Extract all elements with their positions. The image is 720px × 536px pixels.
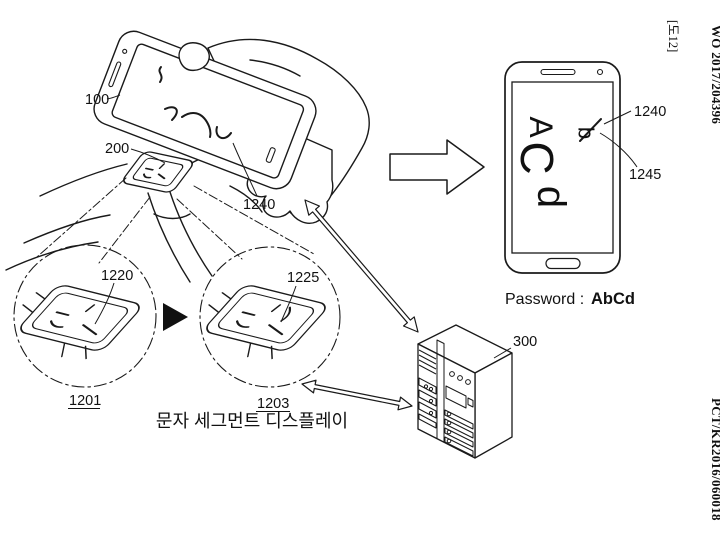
wrist-contour-line	[5, 241, 99, 271]
watch-band-line	[147, 192, 191, 283]
ref-label-1225: 1225	[287, 270, 319, 286]
screen-character: C	[511, 141, 563, 174]
wrist-contour-line	[39, 163, 128, 197]
held-phone	[93, 30, 317, 190]
leader-lines	[94, 94, 638, 359]
ref-label-phone2-stroke: 1245	[629, 167, 661, 183]
right-block-arrow-icon	[389, 139, 485, 195]
ref-label-1220: 1220	[101, 268, 133, 284]
screen-character: d	[529, 186, 573, 208]
result-phone	[504, 61, 621, 274]
segment-stroke	[215, 126, 232, 140]
application-number: PCT/KR2016/060018	[709, 398, 720, 521]
earpiece-slot-icon	[108, 61, 122, 88]
double-arrow-phone-server-icon	[304, 199, 419, 333]
publication-number: WO 2017/204396	[709, 25, 720, 124]
smartwatch	[123, 151, 193, 193]
held-phone-screen	[111, 43, 305, 179]
added-stroke-mark	[579, 118, 602, 142]
watch-screen-marks	[142, 163, 166, 180]
watch-screen	[31, 292, 129, 344]
watch-screen	[132, 157, 184, 187]
result-phone-screen	[511, 81, 614, 254]
watch-face-before	[20, 285, 140, 360]
reference-numerals: 100 200 1240 1220 1225 1201 1203 300 124…	[69, 92, 666, 412]
new-segment-mark	[280, 306, 292, 322]
watch-case	[20, 285, 140, 351]
screen-character: A	[523, 116, 559, 138]
server-front-panels	[418, 339, 474, 457]
segment-stroke	[164, 106, 178, 121]
camera-dot-icon	[122, 48, 128, 54]
ref-label-phone: 100	[85, 92, 109, 108]
watch-strap-stubs	[208, 292, 273, 360]
speaker-slot-icon	[540, 68, 576, 76]
watch-segment-marks	[49, 304, 98, 336]
ref-label-phone2-segments: 1240	[634, 104, 666, 120]
camera-dot-icon	[596, 68, 604, 76]
home-button-icon	[545, 257, 581, 270]
figure-tag: [도12]	[666, 20, 680, 52]
projection-lines	[36, 177, 315, 264]
segment-stroke	[158, 66, 163, 83]
magnified-watch-after	[199, 246, 341, 388]
ref-label-1203: 1203	[257, 396, 289, 412]
watch-case	[123, 151, 193, 193]
magnifier-circle-before	[13, 244, 157, 388]
watch-face-after	[206, 285, 326, 360]
magnifier-circle-after	[199, 246, 341, 388]
ref-label-watch: 200	[105, 141, 129, 157]
wrist-contour-line	[23, 214, 111, 244]
thumb-outline	[178, 42, 210, 72]
drawn-segment-strokes	[158, 66, 232, 140]
watch-case	[206, 285, 326, 351]
ref-label-1201: 1201	[69, 393, 101, 409]
watch-screen	[217, 292, 315, 344]
result-phone-body	[504, 61, 621, 274]
ref-label-server: 300	[513, 334, 537, 350]
hand-holding-phone-figure	[5, 30, 370, 283]
server-tower	[417, 324, 513, 459]
double-arrow-watch-server-icon	[301, 379, 413, 411]
password-value: AbCd	[591, 290, 635, 308]
result-screen-characters: A C d b	[511, 116, 598, 208]
magnified-watch-before	[13, 244, 157, 388]
triangle-arrow-icon	[163, 303, 188, 331]
watch-segment-marks	[235, 304, 292, 336]
watch-strap-stubs	[22, 292, 87, 360]
screen-character-partial: b	[573, 127, 598, 139]
password-label: Password :	[505, 291, 584, 308]
hand-crease-line	[249, 59, 301, 77]
ref-label-segments: 1240	[243, 197, 275, 213]
wrist-contour-line	[229, 185, 263, 213]
watch-band-line	[169, 191, 213, 277]
watch-band-line	[153, 213, 191, 220]
side-button-icon	[265, 147, 276, 163]
segment-display-caption: 문자 세그먼트 디스플레이	[156, 411, 348, 431]
segment-stroke	[181, 111, 212, 138]
